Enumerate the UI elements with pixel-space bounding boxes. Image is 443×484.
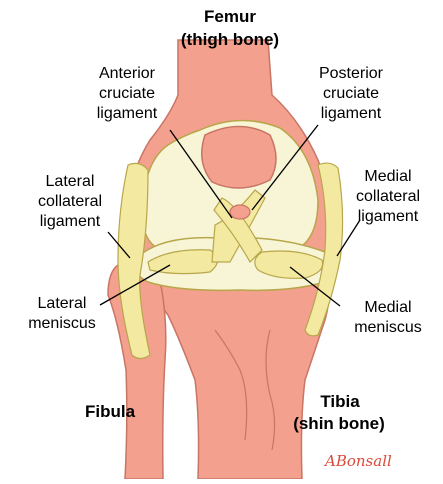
label-femur-sub: (thigh bone) (150, 30, 310, 50)
intercondylar-notch (202, 127, 276, 189)
label-posterior-cruciate-line-1: Posterior (296, 64, 406, 83)
label-anterior-cruciate-line-2: cruciate (72, 84, 182, 103)
label-medial-collateral-line-1: Medial (338, 167, 438, 186)
tibia-bone (150, 262, 329, 479)
label-tibia-sub: (shin bone) (264, 414, 414, 434)
label-anterior-cruciate-line-1: Anterior (72, 64, 182, 83)
label-lateral-collateral-line-1: Lateral (20, 172, 120, 191)
artist-signature: ABonsall (325, 452, 392, 470)
label-tibia: Tibia (280, 392, 400, 412)
label-femur: Femur (150, 7, 310, 27)
label-medial-collateral-line-2: collateral (338, 187, 438, 206)
label-lateral-meniscus-line-2: meniscus (12, 314, 112, 333)
label-anterior-cruciate-line-3: ligament (72, 104, 182, 123)
label-posterior-cruciate-line-2: cruciate (296, 84, 406, 103)
label-medial-meniscus-line-1: Medial (338, 298, 438, 317)
label-medial-collateral-line-3: ligament (338, 207, 438, 226)
ligament-attachment (230, 205, 250, 219)
label-lateral-meniscus-line-1: Lateral (12, 294, 112, 313)
label-medial-meniscus-line-2: meniscus (338, 318, 438, 337)
label-fibula: Fibula (60, 402, 160, 422)
label-posterior-cruciate-line-3: ligament (296, 104, 406, 123)
label-lateral-collateral-line-2: collateral (20, 192, 120, 211)
label-lateral-collateral-line-3: ligament (20, 212, 120, 231)
